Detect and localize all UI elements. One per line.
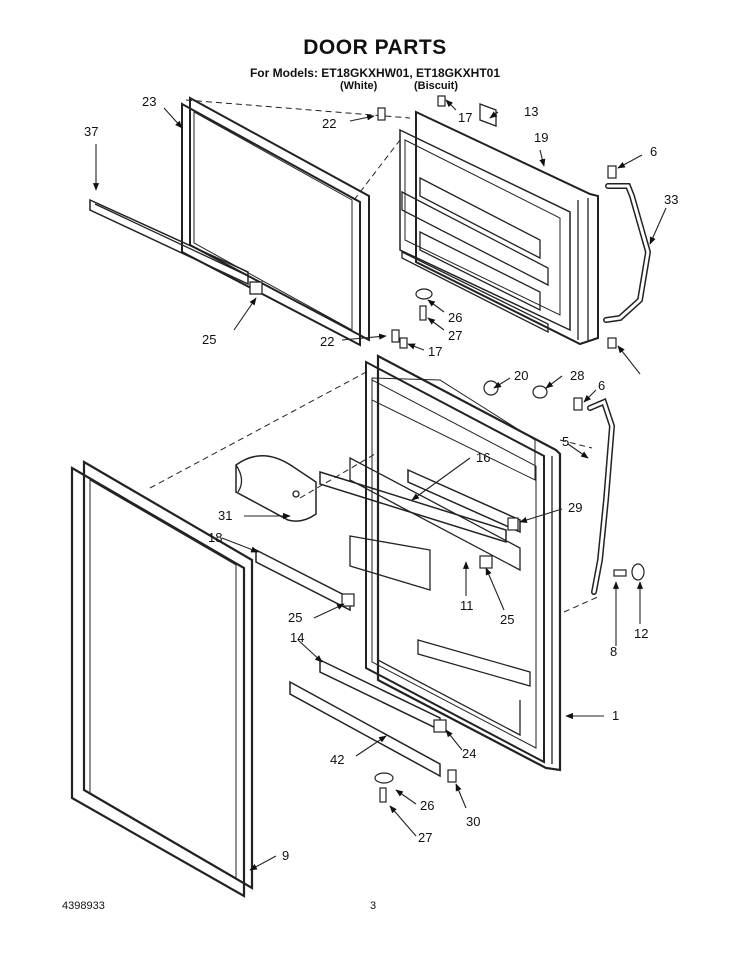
callout-27-top: 27 [448,328,462,343]
callout-42: 42 [330,752,344,767]
callout-22-top: 22 [322,116,336,131]
callout-1: 1 [612,708,619,723]
screw-6-mid [607,337,617,349]
models-line: For Models: ET18GKXHW01, ET18GKXHT01 [249,66,501,80]
door-trim-strip-42 [289,680,441,778]
callout-6-top: 6 [650,144,657,159]
color-white-label: (White) [340,80,378,92]
end-cap-30 [447,769,457,783]
freezer-door-trim-strip [89,198,249,286]
plug-12 [631,563,645,581]
plug-20 [483,380,499,396]
callout-25-top: 25 [202,332,216,347]
callout-17-mid: 17 [428,344,442,359]
callout-37: 37 [84,124,98,139]
callout-5: 5 [562,434,569,449]
color-biscuit-label: (Biscuit) [414,80,458,92]
screw-27-bottom [379,787,387,803]
callout-30: 30 [466,814,480,829]
callout-27-bottom: 27 [418,830,432,845]
page-number: 3 [370,900,377,912]
callout-28: 28 [570,368,584,383]
screw-6-top [607,165,617,179]
freezer-door-handle [603,183,652,323]
end-cap-25-right [479,555,493,569]
callout-18: 18 [208,530,222,545]
fresh-food-door-liner [349,354,562,772]
freezer-label-panel [479,103,497,127]
hinge-bushing-26-bottom [374,772,394,784]
callout-31: 31 [218,508,232,523]
door-bin [235,455,317,522]
screw-8 [613,569,627,577]
callout-19: 19 [534,130,548,145]
door-shelf-rail-18 [255,548,351,612]
end-cap-upper [249,281,263,295]
callout-8: 8 [610,644,617,659]
freezer-door-gasket [181,96,370,347]
callout-23: 23 [142,94,156,109]
freezer-door-liner [399,110,599,346]
hinge-pin-22-mid [391,329,400,343]
callout-17-top: 17 [458,110,472,125]
button-28 [532,385,548,399]
hinge-bushing-26-top [415,288,433,300]
screw-17-top [437,95,446,107]
end-cap-25-left [341,593,355,607]
callout-24: 24 [462,746,476,761]
callout-33: 33 [664,192,678,207]
upper-shelf-rail [319,470,507,544]
fresh-food-door-gasket [70,460,254,898]
callout-25-right: 25 [500,612,514,627]
part-number: 4398933 [62,900,105,912]
callout-25-left: 25 [288,610,302,625]
page-title: DOOR PARTS [303,36,447,59]
screw-17-mid [399,337,408,349]
callout-14: 14 [290,630,304,645]
callout-12: 12 [634,626,648,641]
callout-6-lower: 6 [598,378,605,393]
callout-29: 29 [568,500,582,515]
hinge-pin-22-top [377,107,386,121]
callout-13: 13 [524,104,538,119]
callout-22-mid: 22 [320,334,334,349]
callout-20: 20 [514,368,528,383]
fresh-food-door-handle [587,397,616,595]
callout-9: 9 [282,848,289,863]
end-cap-29 [507,517,519,531]
callout-16: 16 [476,450,490,465]
dairy-rail [407,468,521,534]
screw-6-lower [573,397,583,411]
end-cap-24 [433,719,447,733]
screw-27-top [419,305,427,321]
callout-11: 11 [460,598,474,613]
callout-26-bottom: 26 [420,798,434,813]
callout-26-top: 26 [448,310,462,325]
